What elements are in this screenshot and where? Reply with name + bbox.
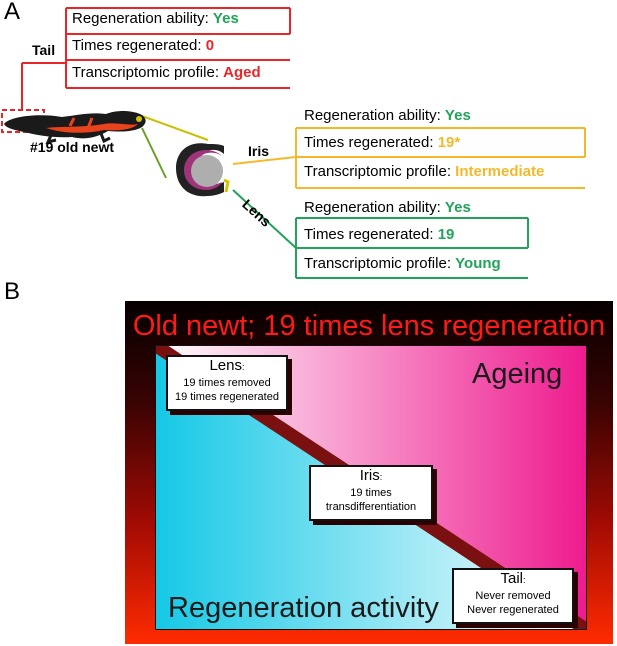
tail-box-line-2: Never regenerated	[467, 604, 559, 616]
lens-line-3: Transcriptomic profile: Young	[304, 255, 501, 272]
iris-box-colon: :	[379, 472, 383, 482]
tail-box: Tail: Never removed Never regenerated	[452, 568, 574, 624]
iris-line-1: Regeneration ability: Yes	[304, 107, 471, 124]
iris-line-2: Times regenerated: 19*	[304, 134, 460, 151]
tail-tag: Tail	[32, 42, 56, 58]
iris-line-1-label: Regeneration ability:	[304, 107, 445, 124]
lens-box: Lens: 19 times removed 19 times regenera…	[166, 355, 288, 411]
iris-line-3-value: Intermediate	[455, 163, 545, 180]
panel-a-connectors	[1, 7, 586, 279]
panel-b-letter: B	[4, 278, 21, 305]
lens-line-2: Times regenerated: 19	[304, 226, 454, 243]
panel-b-title: Old newt; 19 times lens regeneration	[132, 310, 606, 342]
newt-label: #19 old newt	[30, 139, 115, 155]
tail-bracket	[21, 7, 291, 110]
iris-box-title: Iris	[359, 467, 380, 484]
lens-box-title: Lens	[209, 357, 242, 374]
tail-box-line-1: Never removed	[475, 590, 551, 602]
lens-line-3-value: Young	[455, 255, 501, 272]
iris-box: Iris: 19 times transdifferentiation	[309, 465, 433, 521]
tail-line-2-value: 0	[205, 37, 215, 54]
lens-line-1: Regeneration ability: Yes	[304, 199, 471, 216]
iris-line-3-label: Transcriptomic profile:	[304, 163, 456, 180]
lens-box-line-1: 19 times removed	[183, 377, 271, 389]
lens-line-1-label: Regeneration ability:	[304, 199, 445, 216]
tail-line-3: Transcriptomic profile: Aged	[72, 64, 261, 81]
iris-line-1-value: Yes	[444, 107, 471, 124]
tail-line-2: Times regenerated: 0	[72, 37, 214, 54]
panel-a-letter: A	[4, 0, 21, 25]
iris-box-line-2: transdifferentiation	[325, 501, 417, 513]
iris-line-2-value: 19*	[437, 134, 461, 151]
tail-line-1-value: Yes	[212, 10, 239, 27]
tail-line-1: Regeneration ability: Yes	[72, 10, 239, 27]
iris-bracket	[232, 127, 586, 189]
tail-line-3-value: Aged	[223, 64, 261, 81]
regeneration-activity-label: Regeneration activity	[168, 592, 439, 624]
lens-line-3-label: Transcriptomic profile:	[304, 255, 456, 272]
newt-illustration	[4, 111, 146, 145]
tail-line-2-label: Times regenerated:	[72, 37, 206, 54]
tail-line-1-label: Regeneration ability:	[72, 10, 213, 27]
lens-line-2-label: Times regenerated:	[304, 226, 438, 243]
iris-line-3: Transcriptomic profile: Intermediate	[304, 163, 544, 180]
lens-box-colon: :	[242, 362, 245, 372]
tail-line-3-label: Transcriptomic profile:	[72, 64, 224, 81]
iris-box-line-1: 19 times	[350, 487, 392, 499]
tail-box-colon: :	[523, 575, 526, 585]
zoom-line-green	[141, 127, 167, 179]
eye-illustration	[176, 143, 230, 197]
lens-bracket	[232, 189, 529, 279]
lens-line-1-value: Yes	[444, 199, 471, 216]
lens-box-line-2: 19 times regenerated	[175, 391, 279, 403]
iris-line-2-label: Times regenerated:	[304, 134, 438, 151]
tail-box-title: Tail	[500, 570, 523, 587]
iris-tag: Iris	[248, 143, 270, 159]
lens-line-2-value: 19	[437, 226, 455, 243]
lens-circle	[191, 155, 223, 187]
ageing-label: Ageing	[472, 358, 563, 390]
zoom-line-yellow	[141, 115, 209, 141]
